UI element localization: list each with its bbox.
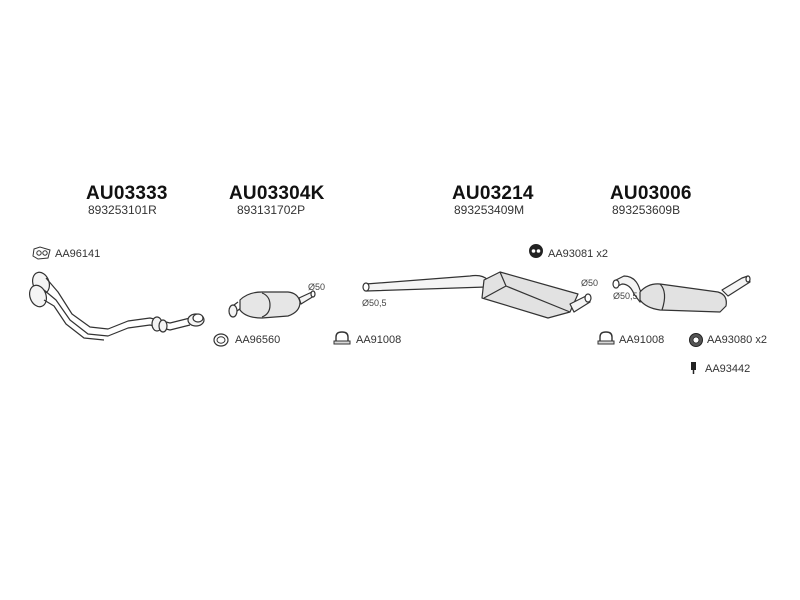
mounting-bracket-icon (691, 362, 696, 374)
accessory-label-clamp-rear: AA91008 (619, 334, 665, 346)
clamp-icon (597, 331, 615, 345)
gasket-icon (32, 246, 51, 260)
front-pipe-drawing (28, 271, 205, 341)
assembly-code-middle-silencer: AU03214 (452, 183, 534, 204)
assembly-oem-rear-silencer: 893253609B (612, 203, 681, 217)
clamp-icon (333, 331, 351, 345)
assembly-oem-front-pipe: 893253101R (88, 203, 157, 217)
rubber-mount-icon (529, 244, 543, 258)
accessory-label-rubber-rear: AA93080 x2 (707, 334, 767, 346)
sealing-ring-icon (213, 333, 229, 347)
accessory-label-ring-cat: AA96560 (235, 334, 281, 346)
rear-silencer-drawing (612, 275, 751, 313)
accessory-label-bracket-rear: AA93442 (705, 363, 751, 375)
catalyst-drawing (228, 290, 316, 319)
assembly-oem-catalyst: 893131702P (237, 203, 306, 217)
diameter-label-middle-outlet: Ø50 (581, 278, 599, 288)
assembly-oem-middle-silencer: 893253409M (454, 203, 525, 217)
middle-silencer-drawing (362, 271, 592, 319)
assembly-code-rear-silencer: AU03006 (610, 183, 692, 204)
diameter-label-rear-inlet: Ø50,5 (613, 291, 638, 301)
diameter-label-middle-inlet: Ø50,5 (362, 298, 387, 308)
diameter-label-catalyst-outlet: Ø50 (308, 282, 326, 292)
accessory-label-clamp-mid: AA91008 (356, 334, 402, 346)
rubber-ring-icon (689, 333, 703, 347)
assembly-code-catalyst: AU03304K (229, 183, 325, 204)
assembly-code-front-pipe: AU03333 (86, 183, 168, 204)
accessory-label-gasket-front: AA96141 (55, 248, 101, 260)
accessory-label-rubber-mid: AA93081 x2 (548, 248, 608, 260)
